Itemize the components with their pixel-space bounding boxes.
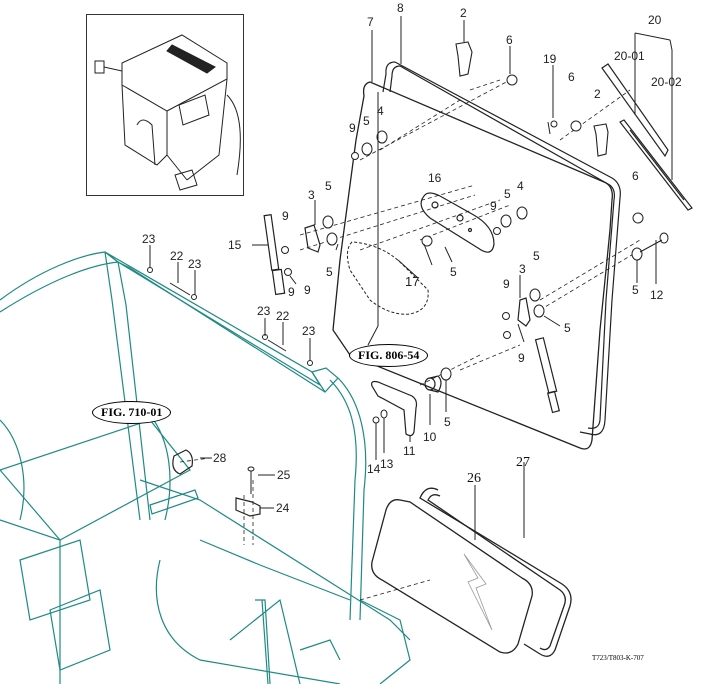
callout-6: 6 bbox=[506, 33, 513, 47]
latch-handle-right bbox=[593, 123, 609, 157]
callout-5: 5 bbox=[325, 179, 332, 193]
callout-11: 11 bbox=[403, 444, 416, 458]
gas-strut-left bbox=[263, 214, 286, 296]
wiper-motor-cover bbox=[346, 241, 429, 315]
callout-22: 22 bbox=[170, 249, 184, 263]
callout-25: 25 bbox=[277, 468, 291, 482]
callout-19: 19 bbox=[543, 52, 557, 66]
clip-24 bbox=[235, 497, 261, 517]
screw-25 bbox=[247, 466, 255, 494]
callout-3: 3 bbox=[519, 262, 526, 276]
callout-20: 20 bbox=[648, 13, 662, 27]
washers bbox=[281, 74, 644, 424]
glass-reflection-icon bbox=[463, 553, 493, 631]
callout-5: 5 bbox=[326, 265, 333, 279]
callout-20-01: 20-01 bbox=[614, 49, 645, 63]
callout-5: 5 bbox=[564, 321, 571, 335]
wiper-arm bbox=[601, 63, 669, 158]
bracket-left bbox=[304, 224, 321, 253]
side-window-glass-26 bbox=[371, 499, 533, 654]
handle-11 bbox=[371, 380, 418, 437]
latch-handle-top bbox=[455, 41, 473, 77]
callout-9: 9 bbox=[304, 283, 311, 297]
callout-10: 10 bbox=[423, 430, 437, 444]
knob-10 bbox=[424, 375, 442, 393]
callout-5: 5 bbox=[632, 283, 639, 297]
callout-8: 8 bbox=[397, 1, 404, 15]
figure-ref-806-54[interactable]: FIG. 806-54 bbox=[349, 344, 429, 367]
callout-9: 9 bbox=[349, 121, 356, 135]
callout-26: 26 bbox=[467, 471, 481, 486]
callout-27: 27 bbox=[516, 455, 530, 470]
assembly-lines bbox=[179, 79, 641, 601]
callout-22: 22 bbox=[276, 309, 290, 323]
callout-9: 9 bbox=[288, 285, 295, 299]
callout-9: 9 bbox=[518, 351, 525, 365]
callout-2: 2 bbox=[594, 87, 601, 101]
callout-24: 24 bbox=[276, 501, 290, 515]
callout-5: 5 bbox=[444, 415, 451, 429]
callout-4: 4 bbox=[517, 179, 524, 193]
callout-9: 9 bbox=[490, 199, 497, 213]
window-seal bbox=[382, 61, 621, 436]
callout-6: 6 bbox=[568, 70, 575, 84]
cab-overview-illustration bbox=[94, 34, 241, 191]
callout-14: 14 bbox=[367, 462, 381, 476]
callout-7: 7 bbox=[367, 15, 374, 29]
callout-16: 16 bbox=[428, 171, 442, 185]
rear-window-glass bbox=[332, 81, 613, 450]
frame-fasteners bbox=[147, 267, 313, 366]
wiper-blade bbox=[619, 119, 693, 211]
callout-28: 28 bbox=[213, 451, 227, 465]
wiper-motor-plate bbox=[420, 192, 495, 253]
bracket-right bbox=[517, 297, 531, 327]
wiper-leader bbox=[547, 32, 673, 180]
drawing-code: T723/T803-K-707 bbox=[592, 654, 644, 662]
callout-6: 6 bbox=[632, 169, 639, 183]
callout-23: 23 bbox=[257, 304, 271, 318]
callout-5: 5 bbox=[533, 249, 540, 263]
figure-ref-710-01[interactable]: FIG. 710-01 bbox=[92, 401, 172, 424]
callout-9: 9 bbox=[282, 209, 289, 223]
callout-23: 23 bbox=[142, 232, 156, 246]
callout-15: 15 bbox=[228, 238, 242, 252]
callout-2: 2 bbox=[460, 6, 467, 20]
side-window-seal-27 bbox=[419, 487, 572, 657]
cab-frame bbox=[0, 251, 411, 684]
gas-strut-right bbox=[534, 337, 561, 414]
callout-5: 5 bbox=[504, 187, 511, 201]
callout-20-02: 20-02 bbox=[651, 75, 682, 89]
callout-23: 23 bbox=[302, 324, 316, 338]
callout-17: 17 bbox=[405, 274, 420, 289]
bolt-12 bbox=[639, 232, 669, 253]
callout-4: 4 bbox=[377, 104, 384, 118]
callout-12: 12 bbox=[650, 288, 664, 302]
callout-9: 9 bbox=[503, 277, 510, 291]
cab-overview-inset bbox=[86, 14, 244, 196]
bumper-28 bbox=[172, 449, 193, 475]
callout-5: 5 bbox=[450, 265, 457, 279]
callout-3: 3 bbox=[308, 188, 315, 202]
callout-13: 13 bbox=[380, 457, 394, 471]
callout-leaders bbox=[149, 16, 657, 540]
callout-23: 23 bbox=[188, 257, 202, 271]
callout-5: 5 bbox=[363, 114, 370, 128]
